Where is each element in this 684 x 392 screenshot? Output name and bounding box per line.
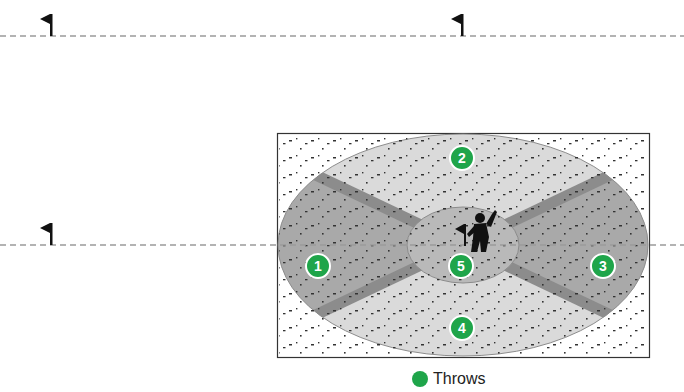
- callout-number: 5: [457, 259, 465, 273]
- legend-item: Throws: [412, 371, 485, 387]
- legend-text: Throws: [433, 371, 485, 387]
- callout-number: 4: [458, 321, 466, 335]
- flag-marker: [40, 223, 53, 245]
- throw-marker: 2: [449, 145, 475, 171]
- person-silhouette: [455, 210, 497, 252]
- flag-marker: [451, 14, 464, 36]
- boundary-line: [0, 35, 684, 37]
- throw-marker: 1: [305, 253, 331, 279]
- callout-number: 2: [458, 151, 466, 165]
- throw-marker: 4: [449, 315, 475, 341]
- throw-marker: 5: [448, 253, 474, 279]
- callout-number: 1: [314, 259, 322, 273]
- legend-swatch: [412, 371, 428, 387]
- throw-marker: 3: [590, 253, 616, 279]
- flag-marker: [40, 14, 53, 36]
- callout-number: 3: [599, 259, 607, 273]
- boundary-line: [0, 244, 684, 246]
